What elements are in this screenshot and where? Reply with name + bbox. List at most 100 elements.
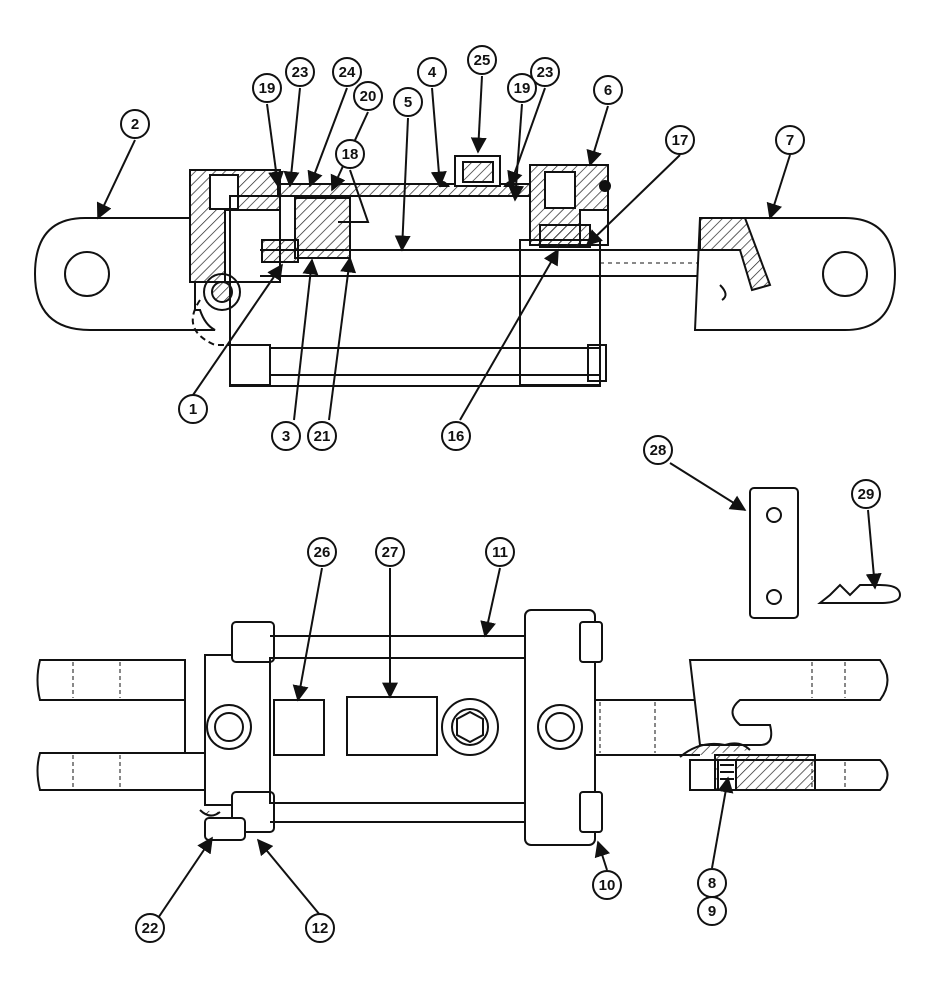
callout-28: 28	[643, 435, 673, 465]
callout-circle	[307, 421, 337, 451]
callout-16: 16	[441, 421, 471, 451]
callout-19: 19	[507, 73, 537, 103]
tie-rods-top	[229, 239, 607, 386]
callout-12: 12	[305, 913, 335, 943]
callout-circle	[332, 57, 362, 87]
callout-19: 19	[252, 73, 282, 103]
callout-29: 29	[851, 479, 881, 509]
callout-circle	[467, 45, 497, 75]
rod-plan	[595, 699, 700, 756]
callout-circle	[441, 421, 471, 451]
callout-number: 25	[474, 52, 491, 69]
port-fitting	[438, 155, 516, 187]
callout-circle	[485, 537, 515, 567]
callout-number: 8	[708, 875, 716, 892]
callout-circle	[417, 57, 447, 87]
callout-number: 19	[514, 80, 531, 97]
callout-circle	[507, 73, 537, 103]
callout-circle	[665, 125, 695, 155]
callout-number: 5	[404, 94, 412, 111]
callout-number: 16	[448, 428, 465, 445]
left-end-cap	[189, 169, 281, 311]
callout-22: 22	[135, 913, 165, 943]
callout-20: 20	[353, 81, 383, 111]
callout-number: 22	[142, 920, 159, 937]
callout-17: 17	[665, 125, 695, 155]
callout-number: 24	[339, 64, 356, 81]
callout-circle	[271, 421, 301, 451]
leader-lines	[96, 75, 882, 931]
callout-number: 26	[314, 544, 331, 561]
callout-circle	[775, 125, 805, 155]
callout-7: 7	[775, 125, 805, 155]
callout-circle	[135, 913, 165, 943]
callout-number: 20	[360, 88, 377, 105]
hitch-pin-29	[817, 583, 902, 604]
callout-number: 11	[492, 544, 508, 561]
callout-18: 18	[335, 139, 365, 169]
callout-circle	[178, 394, 208, 424]
callout-21: 21	[307, 421, 337, 451]
callout-number: 19	[259, 80, 276, 97]
callout-3: 3	[271, 421, 301, 451]
callout-number: 2	[131, 116, 139, 133]
callout-circle	[120, 109, 150, 139]
callout-circle	[592, 870, 622, 900]
callout-6: 6	[593, 75, 623, 105]
callout-9: 9	[697, 896, 727, 926]
left-clevis-part	[33, 217, 240, 346]
callout-number: 28	[650, 442, 667, 459]
callout-circle	[285, 57, 315, 87]
callout-number: 23	[537, 64, 554, 81]
callout-24: 24	[332, 57, 362, 87]
callout-circle	[335, 139, 365, 169]
callout-number: 17	[672, 132, 689, 149]
callout-circle	[643, 435, 673, 465]
callout-23: 23	[285, 57, 315, 87]
callout-number: 27	[382, 544, 399, 561]
callout-number: 7	[786, 132, 794, 149]
callout-circle	[530, 57, 560, 87]
callout-number: 23	[292, 64, 309, 81]
callout-circle	[375, 537, 405, 567]
callout-number: 12	[312, 920, 329, 937]
callout-number: 4	[428, 64, 437, 81]
top-assembly-view	[33, 155, 897, 387]
callout-circle	[307, 537, 337, 567]
piston-rod	[260, 249, 760, 277]
callout-25: 25	[467, 45, 497, 75]
right-clevis-part	[693, 217, 897, 331]
left-fork-clevis	[36, 659, 206, 791]
callout-number: 18	[342, 146, 359, 163]
callout-26: 26	[307, 537, 337, 567]
callout-number: 6	[604, 82, 612, 99]
callout-5: 5	[393, 87, 423, 117]
callout-circle	[252, 73, 282, 103]
bottom-assembly-view	[36, 487, 902, 846]
callout-4: 4	[417, 57, 447, 87]
callout-27: 27	[375, 537, 405, 567]
label-plate-small	[273, 699, 325, 756]
callout-circle	[697, 896, 727, 926]
callout-circle	[353, 81, 383, 111]
callout-8: 8	[697, 868, 727, 898]
callout-number: 21	[314, 428, 331, 445]
callout-number: 10	[599, 877, 616, 894]
callout-circle	[393, 87, 423, 117]
callout-23: 23	[530, 57, 560, 87]
right-end-cap	[529, 164, 611, 248]
callout-11: 11	[485, 537, 515, 567]
left-end-block	[199, 621, 275, 841]
link-plate-28	[749, 487, 799, 619]
callout-number: 9	[708, 903, 716, 920]
callout-number: 29	[858, 486, 875, 503]
callout-circle	[305, 913, 335, 943]
callout-number: 1	[189, 401, 197, 418]
right-fork-clevis	[679, 659, 889, 791]
callout-1: 1	[178, 394, 208, 424]
callout-number: 3	[282, 428, 290, 445]
callout-circle	[851, 479, 881, 509]
label-plate-large	[346, 696, 438, 756]
